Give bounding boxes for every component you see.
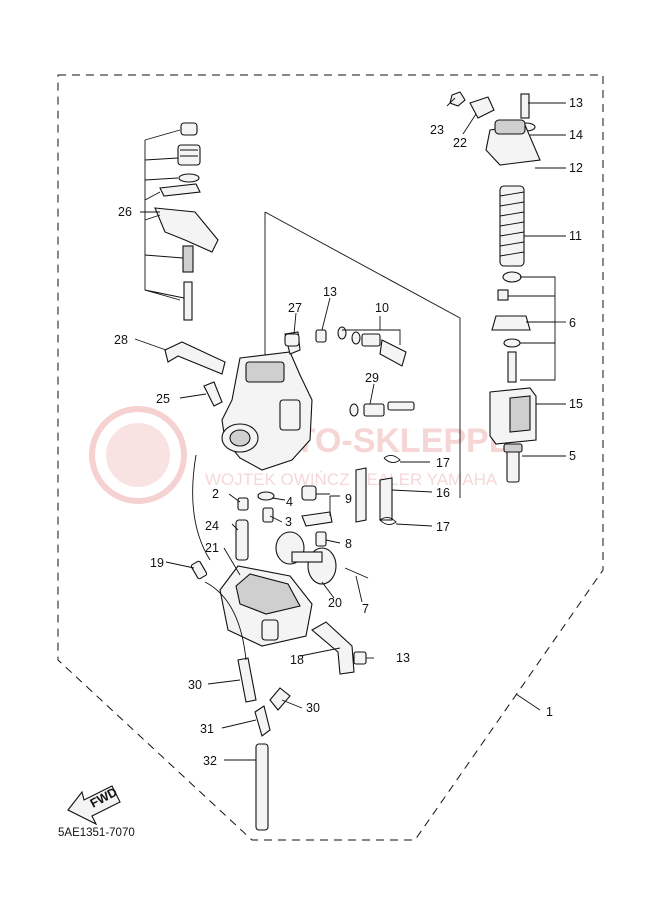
- callout-17-top: 17: [436, 456, 450, 470]
- joint-31: [254, 705, 271, 737]
- watermark-subtitle: WOJTEK OWIŃCZ DEALER YAMAHA: [205, 470, 498, 489]
- callout-31: 31: [200, 722, 214, 736]
- hose-18: [311, 621, 355, 675]
- callout-17-bottom: 17: [436, 520, 450, 534]
- callout-9: 9: [345, 492, 352, 506]
- float-chamber: [219, 565, 313, 647]
- callout-27: 27: [288, 301, 302, 315]
- callout-4: 4: [286, 495, 293, 509]
- bracket-27: [284, 333, 300, 347]
- callout-10: 10: [375, 301, 389, 315]
- starter-plunger-cap: [489, 387, 537, 445]
- explode-guide: [264, 211, 461, 498]
- callout-8: 8: [345, 537, 352, 551]
- float-pin: [344, 567, 369, 579]
- pilot-screw-assembly: [337, 326, 407, 367]
- callout-3: 3: [285, 515, 292, 529]
- pipe-32: [255, 743, 269, 831]
- drain-hose-30-left: [237, 657, 257, 703]
- callout-32: 32: [203, 754, 217, 768]
- callout-2: 2: [212, 487, 219, 501]
- watermark-logo-ring: [89, 406, 187, 504]
- clip-17-top: [383, 455, 401, 463]
- callout-1: 1: [546, 705, 553, 719]
- callout-7: 7: [362, 602, 369, 616]
- callout-22: 22: [453, 136, 467, 150]
- watermark-logo-inner: [106, 423, 170, 487]
- clip-17-bottom: [379, 517, 397, 525]
- screw-13-bottom: [353, 651, 367, 665]
- callout-25: 25: [156, 392, 170, 406]
- callout-30-right: 30: [306, 701, 320, 715]
- hose-28: [164, 341, 226, 375]
- callout-23: 23: [430, 123, 444, 137]
- callout-13-bottom: 13: [396, 651, 410, 665]
- callout-12: 12: [569, 161, 583, 175]
- callout-30-left: 30: [188, 678, 202, 692]
- leader-lines: [134, 97, 566, 761]
- diagram-code: 5AE1351-7070: [58, 827, 135, 839]
- callout-16: 16: [436, 486, 450, 500]
- mixture-screw-assembly: [349, 401, 415, 417]
- callout-15: 15: [569, 397, 583, 411]
- plunger-stack: [491, 271, 556, 383]
- assembly-boundary: [57, 74, 604, 841]
- callout-11: 11: [569, 229, 582, 243]
- float: [275, 531, 337, 585]
- hose-16-b: [379, 477, 393, 521]
- callout-24: 24: [205, 519, 219, 533]
- callout-labels: 1 2 3 4 5 6 7 8 9 10 11 12 13 13 13 14 1…: [114, 96, 583, 768]
- callout-21: 21: [205, 541, 219, 555]
- hose-16: [355, 467, 367, 523]
- callout-19: 19: [150, 556, 164, 570]
- callout-14: 14: [569, 128, 583, 142]
- screw-5: [503, 443, 523, 483]
- throttle-valve-stack: [144, 122, 219, 321]
- callout-18: 18: [290, 653, 304, 667]
- drain-screw-19: [190, 560, 208, 580]
- cable-bracket-group: [449, 91, 541, 166]
- callout-6: 6: [569, 316, 576, 330]
- callout-28: 28: [114, 333, 128, 347]
- fwd-arrow-icon: FWD: [67, 785, 121, 826]
- throttle-spring: [499, 185, 525, 267]
- callout-20: 20: [328, 596, 342, 610]
- callout-29: 29: [365, 371, 379, 385]
- callout-13-mid: 13: [323, 285, 337, 299]
- carburetor-body: [221, 329, 327, 471]
- jet-fittings: [235, 485, 333, 561]
- drain-hose-30-right: [269, 687, 291, 711]
- callout-13-top: 13: [569, 96, 583, 110]
- callout-26: 26: [118, 205, 132, 219]
- air-vent-hose: [192, 454, 247, 661]
- screw-25: [203, 381, 223, 407]
- callout-5: 5: [569, 449, 576, 463]
